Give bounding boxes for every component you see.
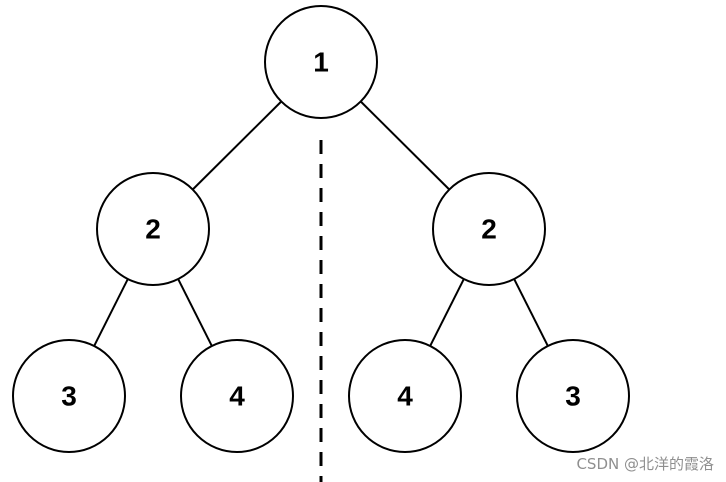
tree-node-right-child: 2 xyxy=(432,172,546,286)
tree-node-left-right: 4 xyxy=(180,339,294,453)
tree-node-left-child: 2 xyxy=(96,172,210,286)
node-circle xyxy=(264,5,378,119)
node-label: 3 xyxy=(61,381,77,412)
edge-right-child-to-right-left xyxy=(429,278,465,347)
edge-right-child-to-right-right xyxy=(513,278,549,347)
tree-node-right-left: 4 xyxy=(348,339,462,453)
node-label: 2 xyxy=(481,214,497,245)
node-circle xyxy=(180,339,294,453)
edge-root-to-left-child xyxy=(192,100,282,191)
tree-edges xyxy=(93,100,549,347)
edge-left-child-to-left-right xyxy=(177,278,213,347)
node-label: 3 xyxy=(565,381,581,412)
node-circle xyxy=(12,339,126,453)
node-label: 2 xyxy=(145,214,161,245)
watermark: CSDN @北洋的霞洛 xyxy=(576,455,714,473)
edge-left-child-to-left-left xyxy=(93,278,129,347)
tree-node-left-left: 3 xyxy=(12,339,126,453)
node-label: 4 xyxy=(229,381,245,412)
node-label: 1 xyxy=(313,47,329,78)
tree-node-root: 1 xyxy=(264,5,378,119)
tree-node-right-right: 3 xyxy=(516,339,630,453)
edge-root-to-right-child xyxy=(360,100,450,191)
node-circle xyxy=(516,339,630,453)
node-circle xyxy=(96,172,210,286)
node-circle xyxy=(348,339,462,453)
node-label: 4 xyxy=(397,381,413,412)
node-circle xyxy=(432,172,546,286)
tree-nodes: 1 2 2 3 4 4 3 xyxy=(12,5,630,453)
